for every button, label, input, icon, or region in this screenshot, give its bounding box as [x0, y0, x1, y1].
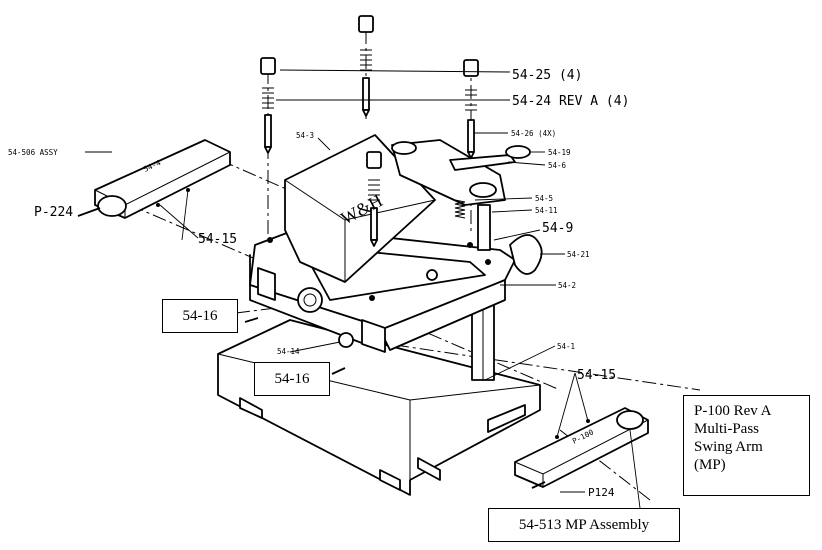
callout-54-16-upper-text: 54-16	[182, 308, 218, 324]
p100-line-3: Swing Arm	[694, 439, 763, 455]
label-54-2: 54-2	[558, 281, 576, 290]
screw-stack-2	[358, 15, 374, 117]
callout-54-16-lower-text: 54-16	[274, 371, 310, 387]
label-54-26: 54-26 (4X)	[511, 129, 556, 138]
label-54-24: 54-24 REV A (4)	[512, 94, 629, 109]
clamp-arm-54-6	[391, 139, 531, 206]
label-p124: P124	[588, 486, 615, 499]
label-54-19: 54-19	[548, 148, 571, 157]
p100-line-1: P-100 Rev A	[694, 403, 772, 419]
label-54-15-right: 54-15	[577, 368, 616, 383]
part-labels: 54-25 (4) 54-24 REV A (4) 54-26 (4X) 54-…	[8, 68, 629, 499]
callout-mp-assembly-text: 54-513 MP Assembly	[518, 517, 650, 533]
cover-54-3	[284, 134, 436, 283]
callout-box-54-16-upper: 54-16	[162, 299, 238, 333]
label-54-5: 54-5	[535, 194, 553, 203]
swing-arm-p100	[514, 407, 649, 489]
p100-line-2: Multi-Pass	[694, 421, 760, 437]
label-54-15-left: 54-15	[198, 232, 237, 247]
leader-lines	[85, 69, 641, 509]
screw-stack-4	[366, 151, 382, 247]
label-54-506: 54-506 ASSY	[8, 148, 58, 157]
label-54-9: 54-9	[542, 221, 573, 236]
label-54-21: 54-21	[567, 250, 590, 259]
swing-arm-54-506	[77, 139, 231, 219]
label-p-224: P-224	[34, 205, 73, 220]
p100-line-4: (MP)	[694, 457, 726, 473]
handle-54-21	[509, 234, 543, 275]
screw-stack-3	[463, 59, 479, 159]
label-54-1: 54-1	[557, 342, 575, 351]
label-54-14: 54-14	[277, 347, 300, 356]
label-54-6: 54-6	[548, 161, 567, 170]
callout-box-p100: P-100 Rev A Multi-Pass Swing Arm (MP)	[683, 395, 810, 496]
small-parts	[244, 317, 354, 375]
callout-box-mp-assembly: 54-513 MP Assembly	[488, 508, 680, 542]
label-54-11: 54-11	[535, 206, 558, 215]
screw-stack-1	[260, 57, 276, 154]
label-54-3: 54-3	[296, 131, 314, 140]
spring-54-5	[454, 199, 491, 251]
label-54-25: 54-25 (4)	[512, 68, 582, 83]
callout-box-54-16-lower: 54-16	[254, 362, 330, 396]
